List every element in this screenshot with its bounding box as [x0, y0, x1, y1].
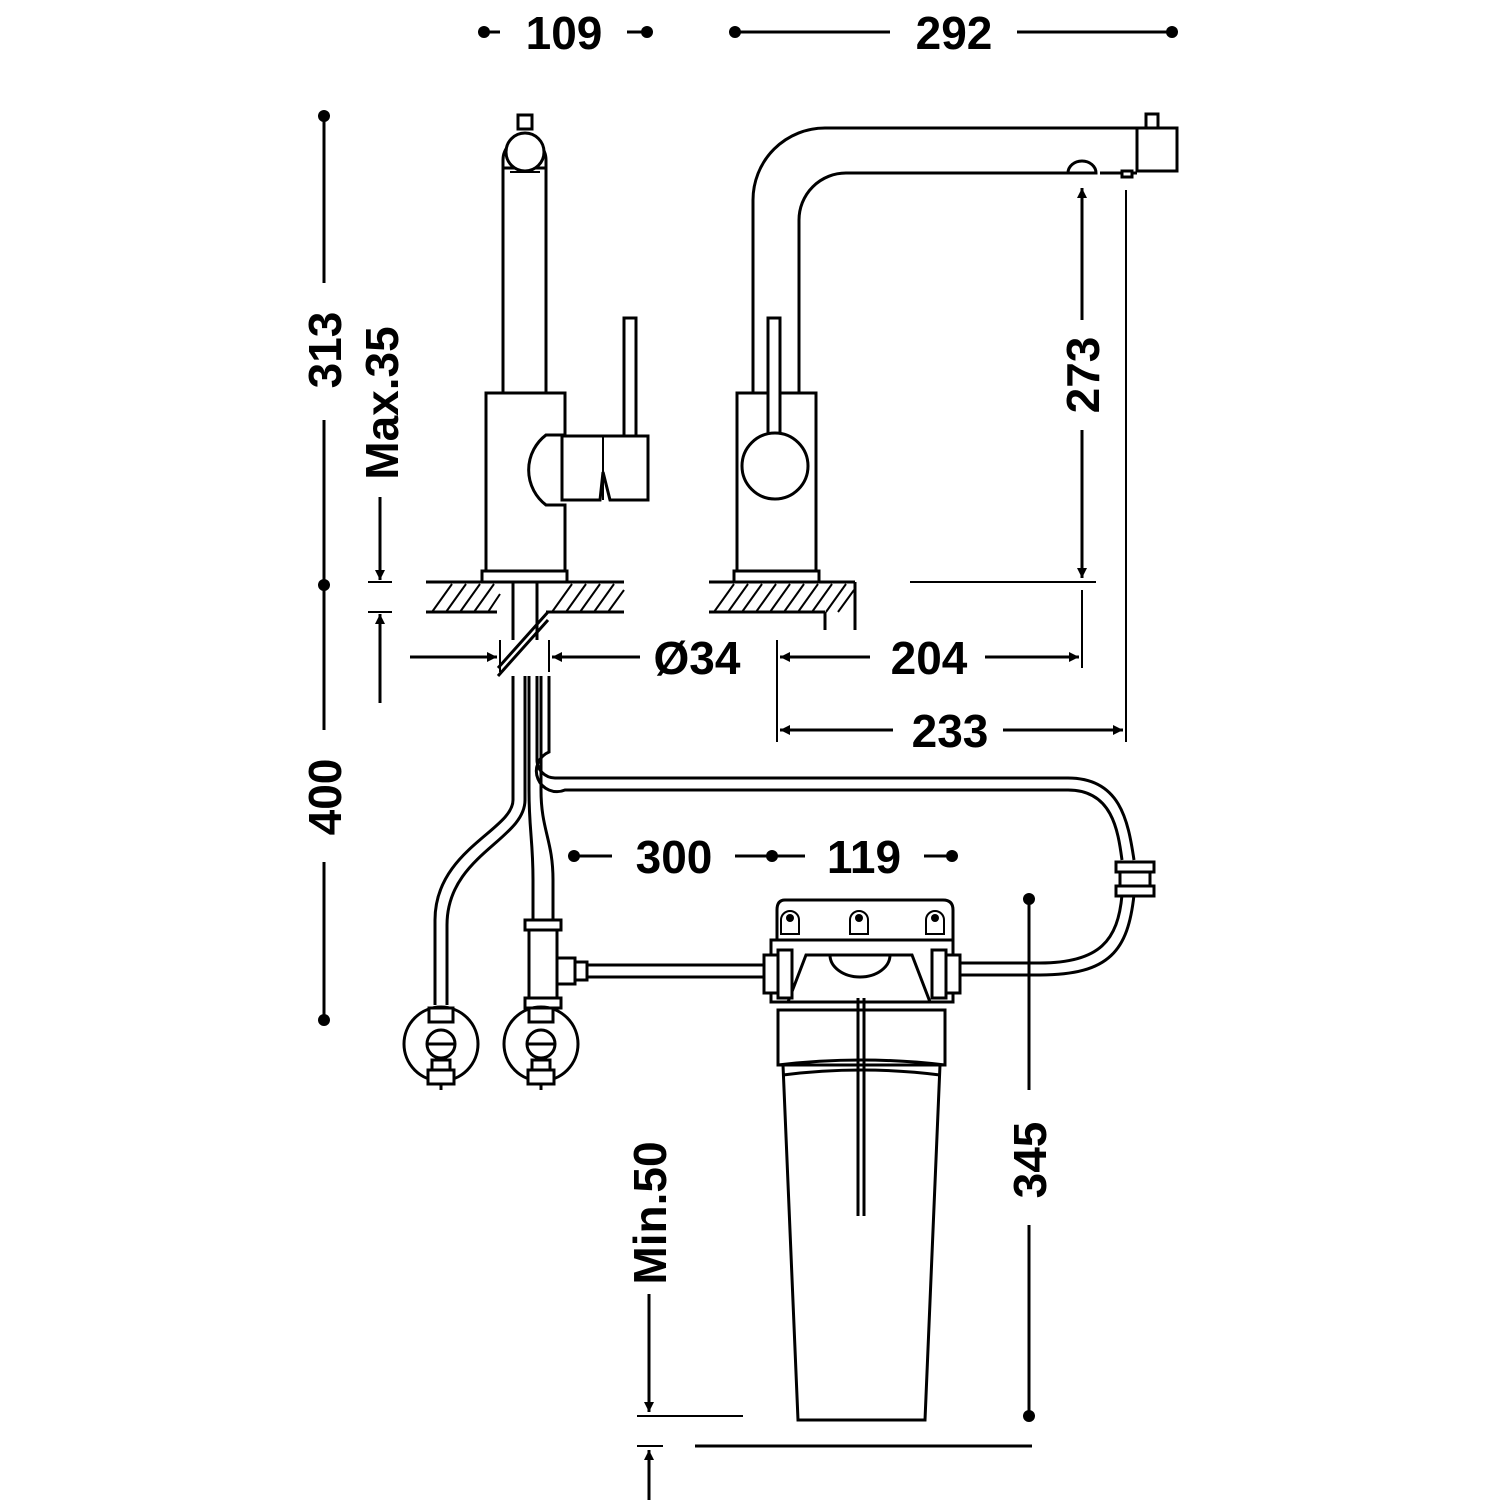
dimension-max35-label: Max.35	[356, 326, 408, 479]
dimension-400-label: 400	[299, 759, 351, 836]
dimension-292-label: 292	[916, 7, 993, 59]
tee-fitting	[523, 918, 589, 1012]
dimension-345: 345	[1004, 893, 1056, 1422]
dimension-109-label: 109	[526, 7, 603, 59]
faucet-front-view	[732, 112, 1179, 584]
dimension-119-label: 119	[827, 831, 901, 883]
dimension-119: 119	[766, 831, 958, 883]
dimension-diameter-34: Ø34	[410, 632, 741, 684]
dimension-min50-label: Min.50	[624, 1141, 676, 1284]
dimension-109: 109	[478, 7, 653, 59]
countertop-left	[426, 580, 625, 614]
dimension-400: 400	[299, 585, 351, 1026]
dimension-min50: Min.50	[624, 1141, 1032, 1500]
water-filter	[762, 898, 962, 1422]
dimension-204: 204	[776, 590, 1083, 742]
dimension-300-label: 300	[636, 831, 713, 883]
dimension-273: 273	[910, 188, 1109, 583]
dimension-313-label: 313	[299, 312, 351, 389]
dimension-233: 233	[780, 190, 1127, 757]
angle-valve-right	[502, 1005, 580, 1090]
dimension-292: 292	[729, 7, 1178, 59]
countertop-right	[709, 580, 857, 630]
dimension-max35: Max.35	[356, 326, 408, 703]
angle-valve-left	[402, 1005, 480, 1090]
dimension-273-label: 273	[1057, 337, 1109, 414]
dimension-300: 300	[568, 831, 772, 883]
dimension-diameter-34-label: Ø34	[654, 632, 741, 684]
faucet-side-view	[480, 113, 650, 677]
supply-hoses	[433, 676, 1156, 1005]
dimension-313: 313	[299, 110, 351, 591]
dimension-233-label: 233	[912, 705, 989, 757]
dimension-204-label: 204	[891, 632, 968, 684]
dimension-345-label: 345	[1004, 1122, 1056, 1199]
